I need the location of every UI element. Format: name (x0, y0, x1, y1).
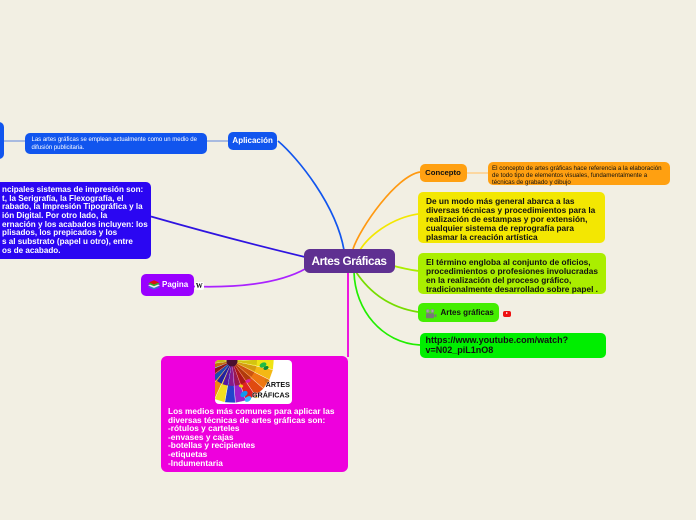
svg-text:GRÁFICAS: GRÁFICAS (252, 391, 290, 400)
svg-text:ARTES: ARTES (266, 380, 291, 389)
